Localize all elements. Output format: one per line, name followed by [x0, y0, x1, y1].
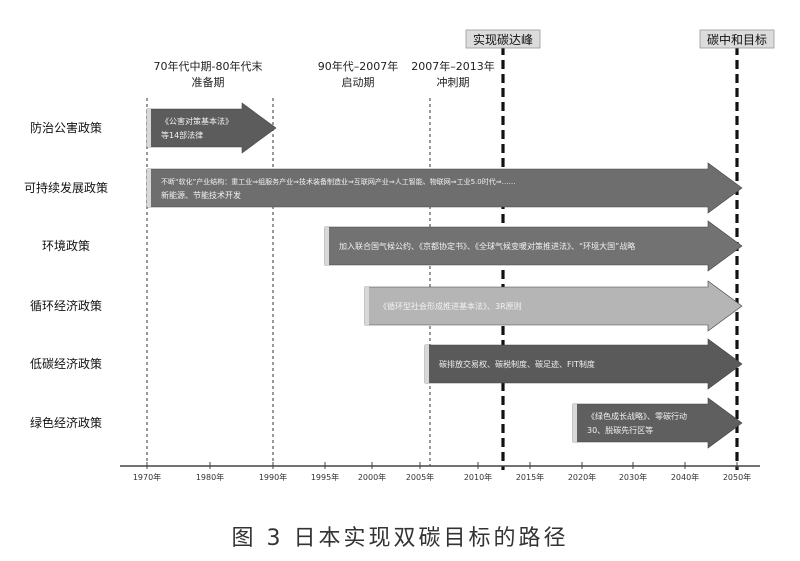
axis-tick-label: 1980年 [196, 472, 224, 482]
axis-tick-label: 2050年 [723, 472, 751, 482]
policy-arrow-text: 碳排放交易权、碳税制度、碳足迹、FIT制度 [439, 359, 595, 369]
year-axis: 1970年 1980年 1990年 1995年 2000年 2005年 2010年 2015年… [120, 462, 760, 482]
policy-arrow-start-band [325, 227, 329, 265]
policy-row-label: 可持续发展政策 [24, 180, 108, 195]
milestone-label-box [699, 29, 775, 49]
policy-arrow-text: 加入联合国气候公约、《京都协定书》、《全球气候变暖对策推进法》、“环境大国”战略 [339, 241, 635, 251]
figure-caption: 图 3 日本实现双碳目标的路径 [231, 526, 569, 551]
policy-row-label: 防治公害政策 [30, 120, 102, 135]
phase-label: 启动期 [342, 76, 375, 89]
phase-label: 冲刺期 [437, 75, 470, 89]
policy-arrow-text: 《循环型社会形成推进基本法》、3R原则 [379, 301, 522, 311]
axis-tick-label: 2005年 [406, 472, 434, 482]
policy-arrow-start-band [573, 404, 577, 442]
axis-tick-label: 2020年 [568, 472, 596, 482]
axis-tick-label: 2000年 [358, 472, 386, 482]
policy-arrow [424, 338, 743, 390]
milestone-label-box [465, 29, 541, 49]
policy-row-label: 环境政策 [42, 238, 90, 253]
axis-tick-label: 1970年 [133, 472, 161, 482]
policy-arrow-start-band [425, 345, 429, 383]
policy-row-label: 低碳经济政策 [30, 356, 102, 371]
axis-tick-label: 2015年 [516, 472, 544, 482]
policy-arrow [324, 220, 743, 272]
policy-row-label: 绿色经济政策 [30, 415, 102, 430]
policy-arrow-text: 新能源、节能技术开发 [161, 190, 241, 200]
axis-tick-label: 1995年 [311, 472, 339, 482]
phase-label: 70年代中期-80年代末 [154, 59, 263, 73]
axis-tick-label: 2030年 [619, 472, 647, 482]
phase-guide-lines [146, 98, 431, 466]
policy-arrow-start-band [365, 287, 369, 325]
policy-arrow-text: 不断“软化”产业结构：重工业⇒组服务产业⇒技术装备制造业⇒互联网产业⇒人工智能、… [161, 177, 516, 186]
policy-row-label: 循环经济政策 [30, 298, 102, 313]
axis-tick-label: 2040年 [671, 472, 699, 482]
policy-arrow [572, 397, 743, 449]
policy-arrow-text: 《公害对策基本法》 [161, 116, 233, 126]
milestone-label: 实现碳达峰 [473, 32, 533, 47]
phase-label: 准备期 [192, 75, 225, 89]
policy-arrow [146, 102, 277, 154]
milestone-labels: 实现碳达峰 碳中和目标 [465, 29, 775, 49]
policy-arrow-text: 等14部法律 [161, 130, 203, 140]
policy-arrow-text: 《绿色成长战略》、零碳行动 [587, 411, 687, 421]
phase-label: 2007年–2013年 [411, 59, 495, 73]
policy-arrow-text: 30、脱碳先行区等 [587, 425, 653, 435]
policy-arrow-start-band [147, 109, 151, 147]
policy-arrow [146, 162, 743, 214]
axis-tick-label: 1990年 [259, 472, 287, 482]
axis-tick-label: 2010年 [464, 472, 492, 482]
milestone-label: 碳中和目标 [707, 32, 767, 47]
phase-label: 90年代–2007年 [318, 59, 399, 73]
policy-arrow-start-band [147, 169, 151, 207]
policy-arrows [146, 102, 743, 449]
policy-arrow [364, 280, 743, 332]
